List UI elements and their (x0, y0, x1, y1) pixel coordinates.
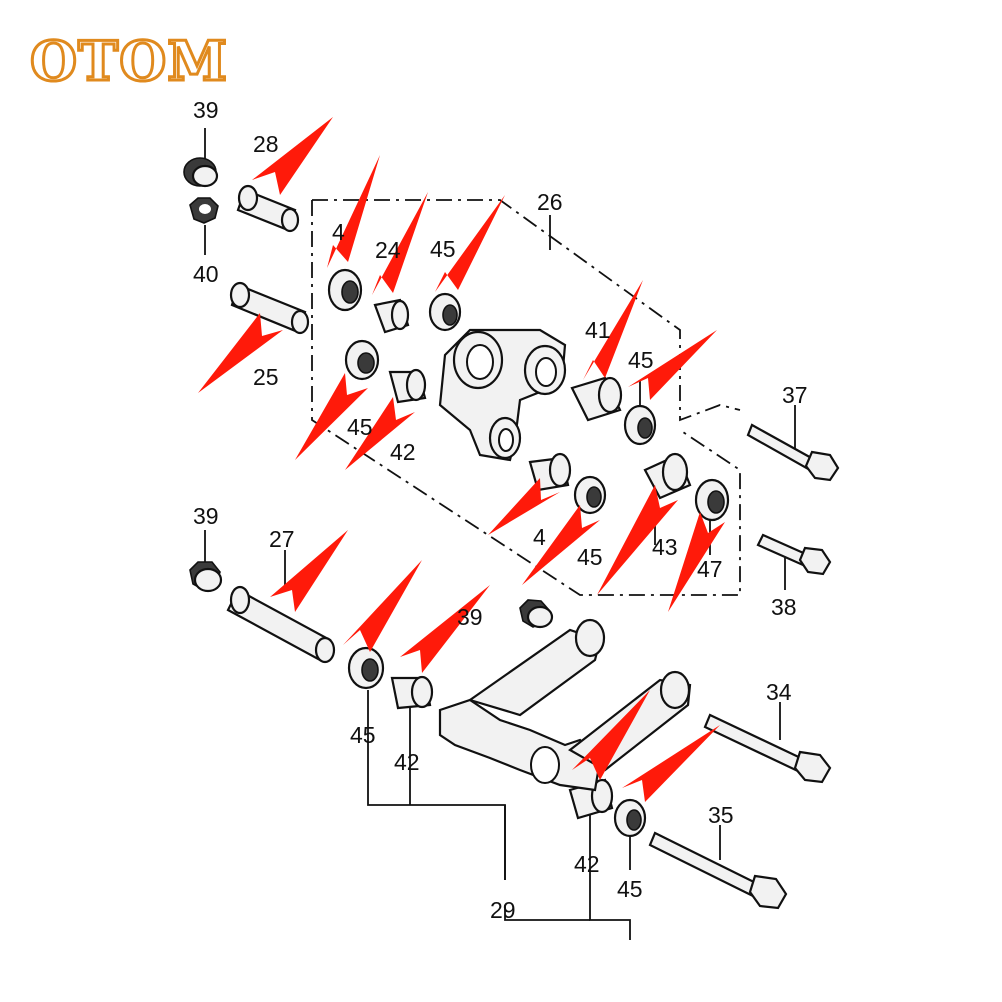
bolt-37 (746, 423, 840, 482)
arrow-seal-top-left (327, 155, 380, 268)
bearing-42-low (390, 675, 434, 710)
connecting-rod-29 (438, 618, 692, 792)
label-45-mid: 45 (577, 544, 603, 570)
seal-45-br (613, 798, 647, 838)
label-41: 41 (585, 317, 611, 343)
bearing-41 (570, 376, 623, 422)
arrow-42-low (400, 585, 490, 673)
label-27: 27 (269, 526, 295, 552)
arrow-45-left (295, 373, 368, 460)
arrow-47 (668, 512, 725, 612)
nut-39-top (183, 157, 219, 188)
label-43: 43 (652, 534, 678, 560)
highlight-arrows (198, 117, 725, 802)
label-39-top: 39 (193, 97, 219, 123)
seal-45-mid (573, 475, 607, 515)
bearing-42-left (388, 368, 427, 404)
label-40: 40 (193, 261, 219, 287)
leader-lines (204, 128, 796, 940)
label-39-mid: 39 (193, 503, 219, 529)
arrow-42-br (572, 690, 650, 780)
brand-logo-text: OTOM (30, 29, 228, 93)
arrow-45-br (622, 725, 720, 802)
seal-47 (694, 478, 730, 522)
bolt-35 (648, 831, 788, 910)
label-28: 28 (253, 131, 279, 157)
label-35: 35 (708, 802, 734, 828)
label-39-low: 39 (457, 604, 483, 630)
bearing-24 (373, 298, 410, 334)
label-47: 47 (697, 556, 723, 582)
nut-40 (189, 197, 219, 224)
collar-25 (229, 281, 310, 335)
label-24: 24 (375, 237, 401, 263)
label-38: 38 (771, 594, 797, 620)
arrow-bearing-mid (488, 478, 560, 535)
bearing-42-br (568, 778, 614, 820)
arrow-45-right (628, 330, 717, 400)
arrow-24 (372, 192, 428, 295)
bolt-38 (756, 533, 832, 576)
arrow-45-top (435, 195, 505, 292)
arrow-28 (252, 117, 333, 195)
arrow-45-mid (522, 505, 600, 585)
nut-39-mid (189, 561, 223, 593)
seal-45-left (344, 339, 380, 381)
collar-27 (226, 585, 336, 664)
seal-45-low (347, 646, 385, 690)
part-labels: 39 28 40 25 26 4 24 45 41 45 37 45 42 4 … (193, 97, 808, 923)
label-4x-mid: 4 (533, 524, 546, 550)
nut-39-low (519, 599, 554, 629)
collar-28 (236, 184, 300, 233)
label-45-right: 45 (628, 347, 654, 373)
label-25: 25 (253, 364, 279, 390)
arrow-27 (270, 530, 348, 612)
label-45-top: 45 (430, 236, 456, 262)
arrow-43 (597, 485, 678, 595)
seal-top-left (327, 268, 363, 312)
bolt-34 (703, 713, 832, 784)
seal-45-top (428, 292, 462, 332)
label-45-low: 45 (350, 722, 376, 748)
label-42-left: 42 (390, 439, 416, 465)
arrow-25 (198, 313, 283, 393)
label-45-left: 45 (347, 414, 373, 440)
label-37: 37 (782, 382, 808, 408)
seal-45-right (623, 404, 657, 446)
shock-arm-26 (438, 328, 567, 462)
assembly-outline-26 (311, 199, 741, 596)
label-42-low: 42 (394, 749, 420, 775)
label-45-br: 45 (617, 876, 643, 902)
arrow-42-left (345, 397, 415, 470)
label-42-br: 42 (574, 851, 600, 877)
brand-logo: OTOM (29, 28, 229, 95)
label-34: 34 (766, 679, 792, 705)
arrow-41 (583, 280, 643, 380)
label-4x-top: 4 (332, 219, 345, 245)
label-29: 29 (490, 897, 516, 923)
label-26: 26 (537, 189, 563, 215)
arrow-45-low (343, 560, 422, 652)
